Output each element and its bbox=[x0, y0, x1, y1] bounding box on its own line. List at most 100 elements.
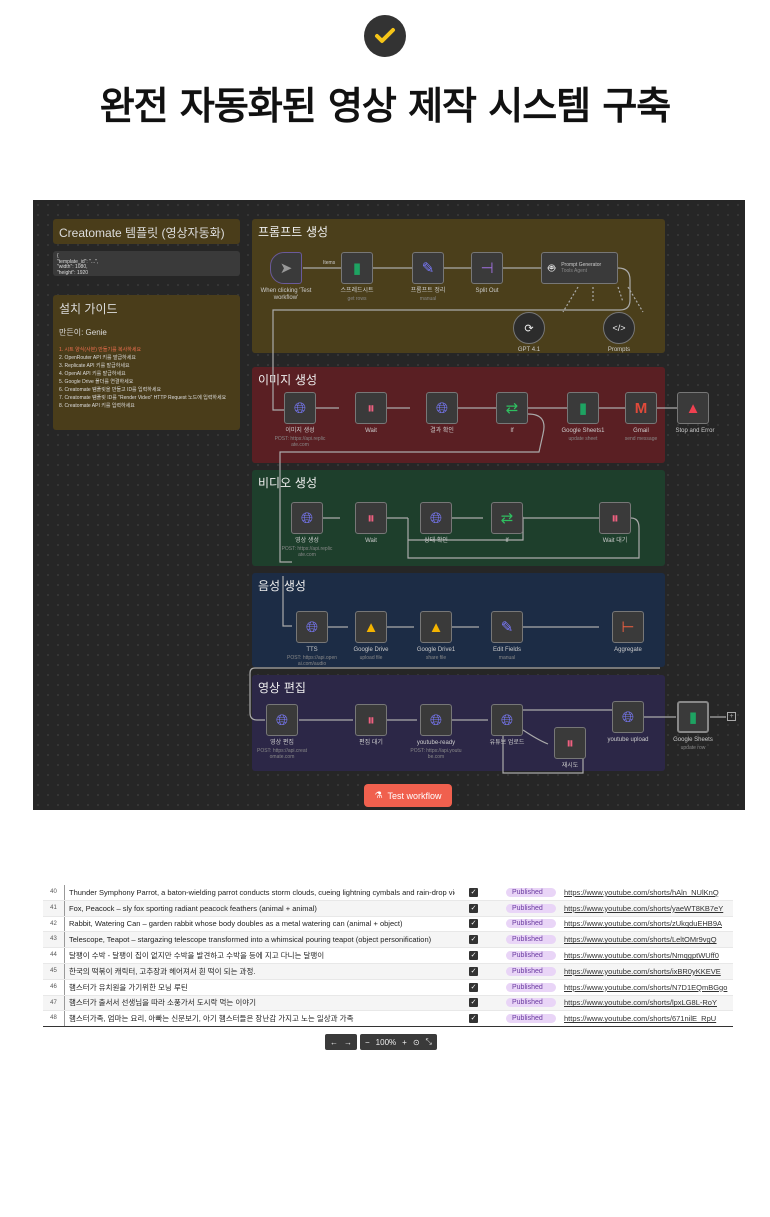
checkbox[interactable]: ✓ bbox=[469, 998, 478, 1008]
node-google-drive[interactable]: ▲ bbox=[355, 611, 387, 643]
node-image-check[interactable]: 🌐︎ bbox=[426, 392, 458, 424]
status-dropdown[interactable]: Published bbox=[506, 935, 556, 945]
row-number: 42 bbox=[43, 916, 65, 932]
node-if[interactable]: ⇄ bbox=[496, 392, 528, 424]
undo-icon[interactable]: ← bbox=[330, 1037, 338, 1047]
node-gpt-model[interactable]: ⟳ bbox=[513, 312, 545, 344]
video-link[interactable]: https://www.youtube.com/shorts/N7D1EQmBG… bbox=[564, 982, 728, 992]
node-label: If bbox=[510, 428, 514, 434]
pencil-icon: ✎ bbox=[421, 260, 435, 277]
checkbox[interactable]: ✓ bbox=[469, 982, 478, 992]
checkbox[interactable]: ✓ bbox=[469, 951, 478, 961]
video-link[interactable]: https://www.youtube.com/shorts/671nilE_R… bbox=[564, 1014, 717, 1024]
node-tts[interactable]: 🌐︎ bbox=[296, 611, 328, 643]
node-label: 영상 편집 bbox=[270, 740, 294, 746]
checkbox[interactable]: ✓ bbox=[469, 1014, 478, 1024]
node-edit-fields[interactable]: ✎ bbox=[491, 611, 523, 643]
node-spreadsheet[interactable]: ▮ bbox=[341, 252, 373, 284]
pause-icon: ⏸︎ bbox=[367, 399, 375, 417]
video-link[interactable]: https://www.youtube.com/shorts/yaeWT8KB7… bbox=[564, 903, 724, 913]
template-note-title: Creatomate 템플릿 (영상자동화) bbox=[59, 226, 225, 240]
node-label: 상태 확인 bbox=[424, 538, 448, 544]
node-caption: If bbox=[486, 428, 538, 435]
status-dropdown[interactable]: Published bbox=[506, 903, 556, 913]
node-caption: youtube upload bbox=[602, 737, 654, 744]
node-google-drive1[interactable]: ▲ bbox=[420, 611, 452, 643]
video-link[interactable]: https://www.youtube.com/shorts/ixBR0yKKE… bbox=[564, 966, 721, 976]
zoom-out-icon[interactable]: − bbox=[365, 1037, 370, 1047]
row-prompt: Telescope, Teapot – stargazing telescope… bbox=[69, 935, 432, 945]
node-wait-retry[interactable]: ⏸︎ bbox=[599, 502, 631, 534]
node-manual-trigger[interactable]: ➤ bbox=[270, 252, 302, 284]
node-gmail[interactable]: M bbox=[625, 392, 657, 424]
node-prompt-edit[interactable]: ✎ bbox=[412, 252, 444, 284]
node-wait[interactable]: ⏸︎ bbox=[355, 502, 387, 534]
add-node-icon[interactable]: + bbox=[727, 712, 736, 721]
status-dropdown[interactable]: Published bbox=[506, 982, 556, 992]
checkbox[interactable]: ✓ bbox=[469, 966, 478, 976]
node-video-edit[interactable]: 🌐︎ bbox=[266, 704, 298, 736]
node-label: 영상 생성 bbox=[295, 538, 319, 544]
node-label: TTS bbox=[306, 647, 318, 653]
status-dropdown[interactable]: Published bbox=[506, 966, 556, 976]
video-link[interactable]: https://www.youtube.com/shorts/NmqgptWUf… bbox=[564, 951, 719, 961]
checkbox[interactable]: ✓ bbox=[469, 919, 478, 929]
node-aggregate[interactable]: ⊢ bbox=[612, 611, 644, 643]
zoom-in-icon[interactable]: + bbox=[402, 1037, 407, 1047]
video-link[interactable]: https://www.youtube.com/shorts/zUkqduEHB… bbox=[564, 919, 722, 929]
guide-title: 설치 가이드 bbox=[59, 302, 118, 316]
sheets-icon: ▮ bbox=[688, 709, 698, 726]
guide-step: 7. Creatomate 템플릿 ID를 "Render Video" HTT… bbox=[59, 395, 227, 401]
status-dropdown[interactable]: Published bbox=[506, 951, 556, 961]
node-retry-wait[interactable]: ⏸︎ bbox=[554, 727, 586, 759]
test-workflow-button[interactable]: ⚗Test workflow bbox=[364, 784, 452, 807]
node-image-generate[interactable]: 🌐︎ bbox=[284, 392, 316, 424]
node-subtitle: upload file bbox=[359, 655, 383, 661]
aggregate-icon: ⊢ bbox=[621, 619, 635, 636]
node-edit-wait[interactable]: ⏸︎ bbox=[355, 704, 387, 736]
video-link[interactable]: https://www.youtube.com/shorts/hAln_NUlK… bbox=[564, 887, 719, 897]
node-youtube-upload[interactable]: 🌐︎ bbox=[612, 701, 644, 733]
video-link[interactable]: https://www.youtube.com/shorts/LeltOMr9v… bbox=[564, 935, 717, 945]
node-caption: Aggregate bbox=[602, 647, 654, 654]
redo-icon[interactable]: → bbox=[344, 1037, 352, 1047]
checkbox[interactable]: ✓ bbox=[469, 935, 478, 945]
node-caption: GPT 4.1 bbox=[503, 347, 555, 354]
globe-icon: 🌐︎ bbox=[305, 618, 318, 636]
video-link[interactable]: https://www.youtube.com/shorts/lpxLG8L-R… bbox=[564, 998, 717, 1008]
node-wait[interactable]: ⏸︎ bbox=[355, 392, 387, 424]
node-split-out[interactable]: ⊣ bbox=[471, 252, 503, 284]
node-if[interactable]: ⇄ bbox=[491, 502, 523, 534]
code-line: "template_id": "...", bbox=[57, 258, 99, 265]
node-youtube-upload-check[interactable]: 🌐︎ bbox=[491, 704, 523, 736]
node-caption: When clicking 'Test workflow' bbox=[260, 288, 312, 302]
node-google-sheets1[interactable]: ▮ bbox=[567, 392, 599, 424]
checkbox[interactable]: ✓ bbox=[469, 887, 478, 897]
node-prompts-tool[interactable]: </> bbox=[603, 312, 635, 344]
branch-icon: ⇄ bbox=[505, 400, 519, 417]
checkbox[interactable]: ✓ bbox=[469, 903, 478, 913]
row-number: 47 bbox=[43, 995, 65, 1011]
node-stop-error[interactable]: ▲ bbox=[677, 392, 709, 424]
node-youtube-ready[interactable]: 🌐︎ bbox=[420, 704, 452, 736]
status-dropdown[interactable]: Published bbox=[506, 998, 556, 1008]
reset-zoom-icon[interactable]: ⊙ bbox=[412, 1037, 420, 1047]
node-caption: Split Out bbox=[461, 288, 513, 295]
node-status-check[interactable]: 🌐︎ bbox=[420, 502, 452, 534]
branch-icon: ⇄ bbox=[500, 510, 514, 527]
code-line: "width": 1080, bbox=[57, 264, 88, 270]
node-video-generate[interactable]: 🌐︎ bbox=[291, 502, 323, 534]
node-label: 이미지 생성 bbox=[285, 428, 315, 434]
status-dropdown[interactable]: Published bbox=[506, 919, 556, 929]
node-google-sheets[interactable]: ▮ bbox=[677, 701, 709, 733]
collapse-icon[interactable]: ⤡ bbox=[425, 1037, 432, 1046]
status-dropdown[interactable]: Published bbox=[506, 1014, 556, 1024]
workflow-canvas[interactable]: Creatomate 템플릿 (영상자동화) { "template_id": … bbox=[33, 200, 745, 810]
status-dropdown[interactable]: Published bbox=[506, 887, 556, 897]
